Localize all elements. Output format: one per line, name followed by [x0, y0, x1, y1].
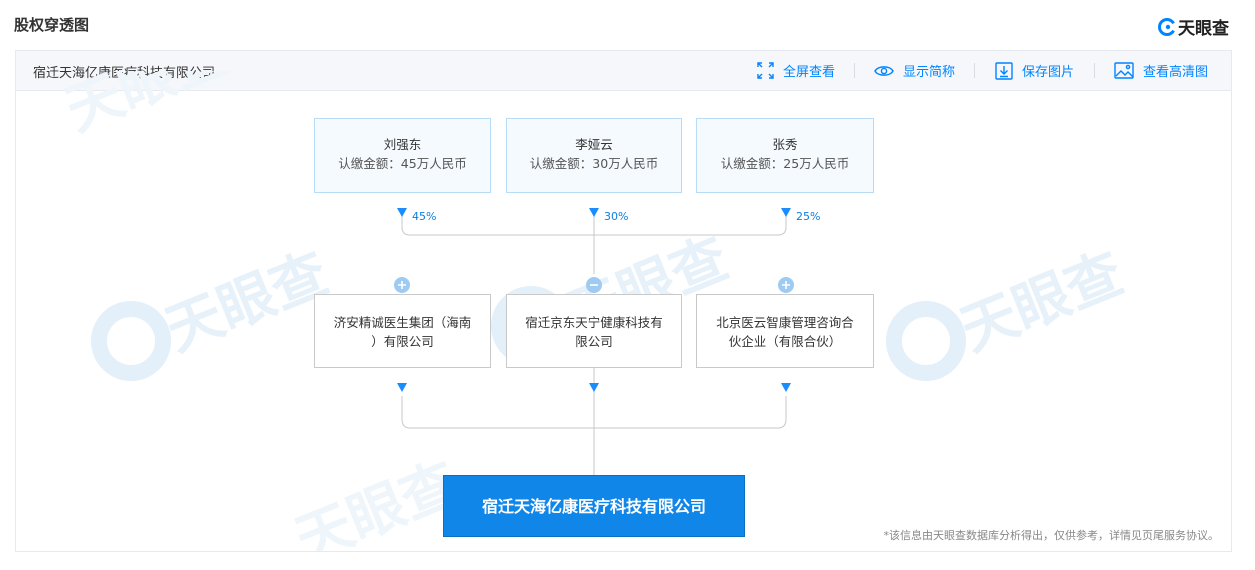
- toolbar-divider: [974, 63, 975, 78]
- tianyancha-logo-icon: [1158, 17, 1176, 36]
- shareholder-name: 李娅云: [575, 137, 613, 152]
- watermark-logo: 天眼查: [91, 241, 337, 381]
- save-image-label: 保存图片: [1022, 65, 1075, 80]
- shareholder-name: 刘强东: [383, 137, 422, 152]
- fullscreen-button[interactable]: 全屏查看: [757, 61, 835, 80]
- toolbar-divider: [854, 63, 855, 78]
- shareholder-node[interactable]: 张秀 认缴金额：25万人民币: [696, 118, 874, 193]
- subscribed-amount: 认缴金额：25万人民币: [720, 156, 850, 171]
- equity-diagram-canvas[interactable]: 天眼查 天眼查 天眼查 天眼查 天眼查: [16, 71, 1231, 551]
- ownership-percent: 30%: [604, 210, 629, 223]
- shareholder-node[interactable]: 李娅云 认缴金额：30万人民币: [506, 118, 682, 193]
- brand-name: 天眼查: [1178, 19, 1229, 39]
- target-company-node[interactable]: 宿迁天海亿康医疗科技有限公司: [443, 475, 745, 537]
- view-hd-image-button[interactable]: 查看高清图: [1114, 61, 1208, 80]
- entity-node[interactable]: 济安精诚医生集团（海南 ）有限公司: [314, 294, 491, 368]
- ownership-percent: 25%: [796, 210, 821, 223]
- show-abbreviation-button[interactable]: 显示简称: [874, 61, 955, 80]
- save-image-button[interactable]: 保存图片: [995, 61, 1074, 80]
- entity-name-line: 北京医云智康管理咨询合: [716, 315, 854, 330]
- toolbar-divider: [1094, 63, 1095, 78]
- shareholder-node[interactable]: 刘强东 认缴金额：45万人民币: [314, 118, 491, 193]
- chart-toolbar: 宿迁天海亿康医疗科技有限公司 全屏查看 显示简称 保存图片: [16, 51, 1231, 91]
- entity-name-line: ）有限公司: [371, 334, 434, 349]
- disclaimer-text: *该信息由天眼查数据库分析得出，仅供参考，详情见页尾服务协议。: [883, 529, 1220, 542]
- target-company-name: 宿迁天海亿康医疗科技有限公司: [481, 496, 706, 516]
- download-icon: [995, 61, 1013, 80]
- entity-node[interactable]: 宿迁京东天宁健康科技有 限公司: [506, 294, 682, 368]
- subscribed-amount: 认缴金额：45万人民币: [338, 156, 467, 171]
- shareholder-name: 张秀: [772, 137, 798, 152]
- entity-name-line: 限公司: [575, 334, 613, 349]
- fullscreen-icon: [757, 62, 774, 79]
- fullscreen-label: 全屏查看: [783, 65, 836, 80]
- entity-node[interactable]: 北京医云智康管理咨询合 伙企业（有限合伙）: [696, 294, 874, 368]
- entity-name-line: 伙企业（有限合伙）: [728, 334, 842, 349]
- page-title: 股权穿透图: [14, 16, 90, 34]
- subscribed-amount: 认缴金额：30万人民币: [529, 156, 659, 171]
- connector-lines: [394, 208, 794, 475]
- view-hd-image-label: 查看高清图: [1143, 65, 1209, 80]
- image-icon: [1114, 62, 1134, 79]
- ownership-percent: 45%: [412, 210, 437, 223]
- entity-name-line: 济安精诚医生集团（海南: [333, 315, 472, 330]
- watermark-logo: 天眼查: [287, 451, 467, 551]
- toolbar-company-name: 宿迁天海亿康医疗科技有限公司: [33, 66, 216, 81]
- brand-logo: 天眼查: [1158, 14, 1229, 39]
- equity-chart-panel: 宿迁天海亿康医疗科技有限公司 全屏查看 显示简称 保存图片: [15, 50, 1232, 552]
- eye-icon: [874, 65, 894, 76]
- watermark-logo: 天眼查: [57, 71, 237, 144]
- entity-name-line: 宿迁京东天宁健康科技有: [525, 315, 663, 330]
- show-abbreviation-label: 显示简称: [903, 65, 956, 80]
- watermark-logo: 天眼查: [886, 241, 1132, 381]
